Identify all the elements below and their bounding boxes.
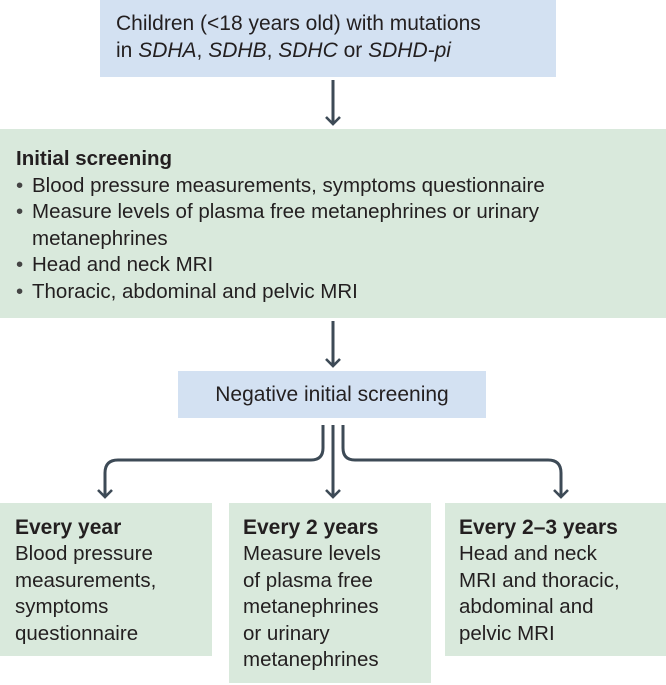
every-year-heading: Every year xyxy=(15,516,122,539)
initial-screening-heading: Initial screening xyxy=(16,147,173,170)
every-2-3-years-line: MRI and thoracic, xyxy=(459,568,620,592)
gene-sdha: SDHA xyxy=(138,39,197,62)
separator: or xyxy=(337,39,369,62)
every-2-years-line: of plasma free xyxy=(243,568,373,592)
every-year-line: symptoms xyxy=(15,595,109,619)
negative-screening-box: Negative initial screening xyxy=(178,371,486,418)
every-2-years-heading: Every 2 years xyxy=(243,516,379,539)
arrowhead-every-year xyxy=(97,489,113,499)
population-prefix: in xyxy=(116,39,139,62)
initial-screening-item: Blood pressure measurements, symptoms qu… xyxy=(16,173,666,200)
arrowhead-top-to-initial xyxy=(325,116,341,126)
every-2-3-years-line: pelvic MRI xyxy=(459,621,555,645)
initial-screening-item: Thoracic, abdominal and pelvic MRI xyxy=(16,279,666,306)
population-line-2: in SDHA, SDHB, SDHC or SDHD-pi xyxy=(116,37,542,64)
every-2-3-years-box: Every 2–3 years Head and neck MRI and th… xyxy=(445,503,666,656)
arrowhead-every-2-3-years xyxy=(553,489,569,499)
gene-sdhd-pi: SDHD-pi xyxy=(368,39,451,62)
population-line-1: Children (<18 years old) with mutations xyxy=(116,12,481,35)
arrowhead-every-2-years xyxy=(325,489,341,499)
initial-screening-list: Blood pressure measurements, symptoms qu… xyxy=(16,173,666,306)
gene-sdhb: SDHB xyxy=(208,39,267,62)
separator: , xyxy=(196,39,209,62)
population-box: Children (<18 years old) with mutations … xyxy=(100,0,556,77)
initial-screening-box: Initial screening Blood pressure measure… xyxy=(0,129,666,318)
arrow-to-every-year xyxy=(103,425,325,497)
every-2-years-box: Every 2 years Measure levels of plasma f… xyxy=(229,503,431,683)
arrowhead-initial-to-negative xyxy=(325,358,341,368)
every-year-line: measurements, xyxy=(15,568,157,592)
every-year-box: Every year Blood pressure measurements, … xyxy=(0,503,212,656)
gene-sdhc: SDHC xyxy=(278,39,338,62)
every-year-line: questionnaire xyxy=(15,621,139,645)
initial-screening-item: Head and neck MRI xyxy=(16,252,666,279)
every-2-3-years-line: Head and neck xyxy=(459,542,597,566)
every-2-3-years-heading: Every 2–3 years xyxy=(459,516,618,539)
separator: , xyxy=(266,39,279,62)
negative-screening-label: Negative initial screening xyxy=(215,383,449,406)
every-2-years-line: metanephrines xyxy=(243,595,379,619)
every-2-years-line: Measure levels xyxy=(243,542,381,566)
every-year-line: Blood pressure xyxy=(15,542,153,566)
every-2-years-line: metanephrines xyxy=(243,648,379,672)
every-2-years-line: or urinary xyxy=(243,621,330,645)
initial-screening-item: Measure levels of plasma free metanephri… xyxy=(16,199,652,252)
arrow-to-every-2-3-years xyxy=(341,425,563,497)
every-2-3-years-line: abdominal and xyxy=(459,595,594,619)
